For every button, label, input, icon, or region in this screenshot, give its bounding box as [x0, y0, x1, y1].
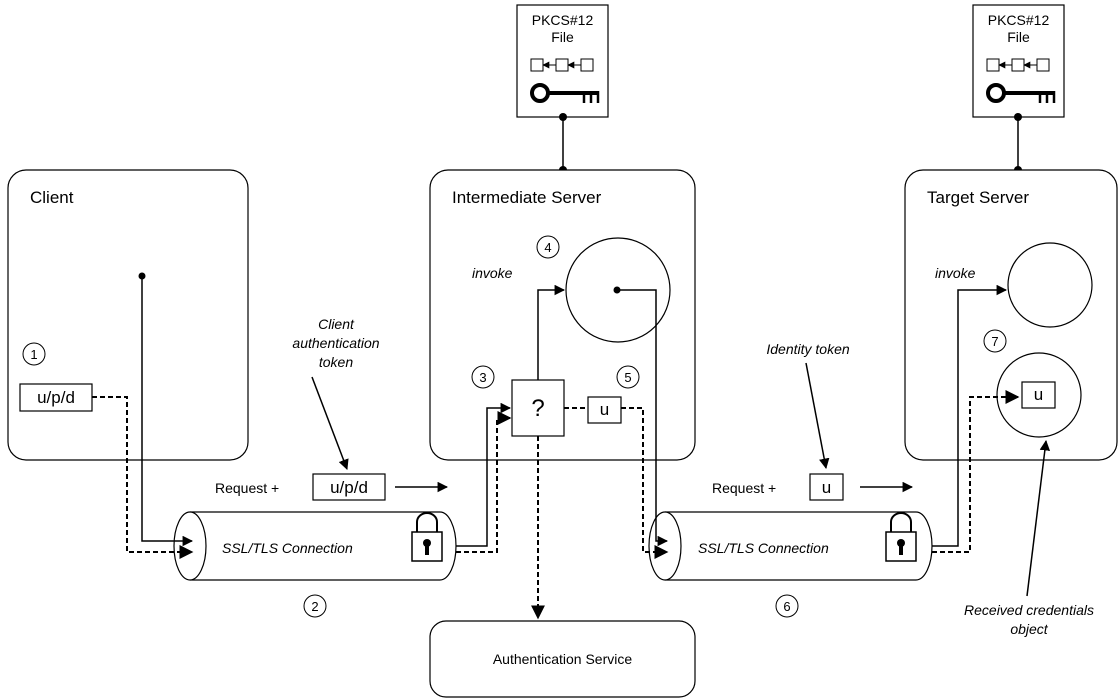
step-number: 1 [30, 347, 37, 362]
decision-label: ? [531, 395, 544, 422]
step-6: 6 [775, 594, 799, 618]
request-1: Request + u/p/d [215, 473, 449, 501]
private-key-icon [986, 83, 1056, 103]
certificate-chain-icon [986, 58, 1050, 72]
identity-token-annotation: Identity token [766, 341, 850, 470]
step-number: 3 [479, 370, 486, 385]
ssl-connection-label: SSL/TLS Connection [698, 540, 829, 556]
pkcs12-file-label: File [1007, 29, 1030, 45]
request-prefix: Request + [712, 480, 776, 496]
request-2: Request + u [712, 473, 914, 501]
client-token-box: u/p/d [19, 383, 93, 412]
received-credentials-annotation: Received credentials object [964, 439, 1094, 637]
annotation-line: Client [318, 316, 355, 332]
step-5: 5 [616, 365, 640, 389]
target-service-circle [1007, 242, 1093, 328]
annotation-line: object [1010, 621, 1048, 637]
target-token-label: u [1034, 385, 1043, 404]
pkcs12-connector-target [1014, 113, 1022, 174]
intermediate-invoke-label: invoke [472, 265, 513, 281]
step-number: 5 [624, 370, 631, 385]
intermediate-token-box: u [587, 396, 622, 424]
client-token-label: u/p/d [37, 388, 75, 407]
target-token-box: u [1021, 381, 1056, 409]
pkcs12-file-label: File [551, 29, 574, 45]
step-2: 2 [303, 594, 327, 618]
pkcs12-label: PKCS#12 [532, 12, 594, 28]
pkcs12-file-target: PKCS#12 File [972, 4, 1065, 118]
pkcs12-file-intermediate: PKCS#12 File [516, 4, 609, 118]
token-flow-intermediate [621, 407, 669, 559]
pkcs12-label: PKCS#12 [988, 12, 1050, 28]
pkcs12-connector-intermediate [559, 113, 567, 174]
client-box: Client [7, 169, 249, 461]
client-title: Client [30, 188, 74, 207]
token-flow-target [932, 390, 1020, 553]
padlock-icon [411, 512, 443, 562]
annotation-line: Received credentials [964, 602, 1094, 618]
token-flow-client [92, 396, 194, 559]
authentication-service-title: Authentication Service [493, 651, 633, 667]
step-number: 7 [991, 334, 998, 349]
annotation-line: Identity token [766, 341, 849, 357]
certificate-chain-icon [530, 58, 594, 72]
request-flow-to-decision [456, 402, 512, 547]
intermediate-token-label: u [600, 400, 609, 419]
step-number: 4 [544, 240, 551, 255]
ssl-tls-connection-2: SSL/TLS Connection [648, 511, 933, 581]
token-flow-to-decision [456, 411, 512, 553]
request-flow-client [141, 276, 194, 547]
invoke-flow-intermediate [537, 284, 566, 380]
annotation-line: authentication [292, 335, 379, 351]
target-invoke-label: invoke [935, 265, 976, 281]
step-number: 2 [311, 599, 318, 614]
client-token-annotation: Client authentication token [292, 316, 380, 470]
annotation-line: token [319, 354, 353, 370]
invoke-flow-target [932, 284, 1008, 547]
ssl-connection-label: SSL/TLS Connection [222, 540, 353, 556]
step-4: 4 [536, 235, 560, 259]
request-flow-intermediate [617, 289, 669, 547]
step-3: 3 [471, 365, 495, 389]
request-token-label: u/p/d [330, 478, 368, 497]
request-token-label: u [822, 478, 831, 497]
private-key-icon [530, 83, 600, 103]
intermediate-server-title: Intermediate Server [452, 188, 602, 207]
authentication-service-box: Authentication Service [429, 620, 696, 698]
step-7: 7 [983, 329, 1007, 353]
padlock-icon [885, 512, 917, 562]
step-number: 6 [783, 599, 790, 614]
decision-box: ? [511, 379, 565, 437]
request-prefix: Request + [215, 480, 279, 496]
target-server-title: Target Server [927, 188, 1029, 207]
ssl-tls-connection-1: SSL/TLS Connection [173, 511, 457, 581]
step-1: 1 [22, 342, 46, 366]
